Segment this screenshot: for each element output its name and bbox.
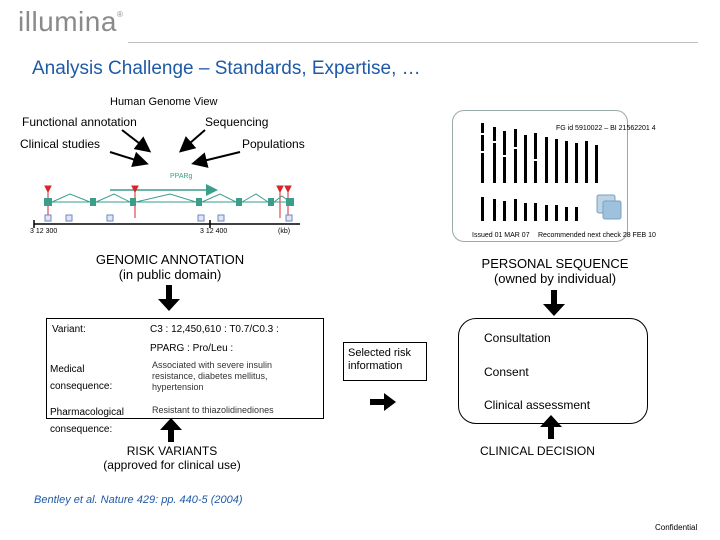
clinical-studies-label: Clinical studies xyxy=(20,137,101,151)
genomic-annotation-arrow xyxy=(158,285,180,311)
sequencing-label: Sequencing xyxy=(205,115,269,129)
clinical-decision-label: CLINICAL DECISION xyxy=(480,444,595,458)
functional-annotation-label: Functional annotation xyxy=(22,115,137,129)
issued-date-label: Issued 01 MAR 07 xyxy=(472,232,530,239)
arrow-populations xyxy=(191,151,241,168)
populations-label: Populations xyxy=(242,137,305,151)
illumina-logo: illumina® xyxy=(18,6,123,38)
risk-variants-title: RISK VARIANTS xyxy=(126,444,218,458)
risk-variants-subtitle: (approved for clinical use) xyxy=(103,458,241,472)
clinical-decision-arrow xyxy=(540,415,562,439)
header-divider xyxy=(128,42,698,43)
genomic-annotation-subtitle: (in public domain) xyxy=(118,267,222,282)
arrow-sequencing xyxy=(178,129,206,153)
gene-name-label: PPARg xyxy=(170,173,193,180)
snp-squares xyxy=(44,214,293,222)
pharmacological-consequence-label: Pharmacological consequence: xyxy=(50,407,124,435)
disease-variant-markers xyxy=(44,185,292,218)
arrow-clinical-studies xyxy=(109,151,149,168)
gene-model xyxy=(44,193,294,206)
logo-registered-mark: ® xyxy=(116,10,124,19)
medical-consequence-value: Associated with severe insulin resistanc… xyxy=(152,360,273,392)
confidential-footer: Confidential xyxy=(655,523,698,532)
genomic-annotation-block: GENOMIC ANNOTATION (in public domain) xyxy=(70,252,270,282)
genomic-annotation-title: GENOMIC ANNOTATION xyxy=(95,252,245,267)
logo-text: illumina xyxy=(18,6,117,37)
risk-information-box: Selected risk information xyxy=(343,342,427,381)
personal-sequence-arrow xyxy=(543,290,565,316)
coordinate-left-label: 3 12 300 xyxy=(30,228,58,235)
clinical-assessment-item: Clinical assessment xyxy=(484,398,591,412)
personal-sequence-block: PERSONAL SEQUENCE (owned by individual) xyxy=(460,256,650,286)
next-check-label: Recommended next check 28 FEB 10 xyxy=(538,232,656,239)
clinical-process-box xyxy=(458,318,648,424)
citation-text: Bentley et al. Nature 429: pp. 440-5 (20… xyxy=(34,494,243,506)
arrow-functional-annotation xyxy=(121,129,152,153)
personal-sequence-card xyxy=(452,110,628,242)
consultation-item: Consultation xyxy=(484,331,551,345)
human-genome-view-label: Human Genome View xyxy=(110,96,218,108)
coordinate-right-label: 3 12 400 xyxy=(200,228,228,235)
personal-sequence-title: PERSONAL SEQUENCE xyxy=(481,256,629,271)
medical-consequence-label: Medical consequence: xyxy=(50,364,113,392)
personal-sequence-subtitle: (owned by individual) xyxy=(493,271,617,286)
risk-variants-arrow xyxy=(160,418,182,442)
chromosome-barcode-image xyxy=(481,123,622,221)
coordinate-axis xyxy=(33,220,300,228)
consent-item: Consent xyxy=(484,365,529,379)
variant-value: C3 : 12,450,610 : T0.7/C0.3 : xyxy=(150,324,279,335)
gene-change-value: PPARG : Pro/Leu : xyxy=(150,343,234,354)
to-clinical-arrow xyxy=(370,393,396,411)
risk-information-text: Selected risk information xyxy=(348,347,411,372)
pharmacological-consequence-value: Resistant to thiazolidinediones xyxy=(152,405,274,415)
variant-label: Variant: xyxy=(52,324,86,335)
variant-info-box xyxy=(46,318,324,419)
risk-variants-block: RISK VARIANTS (approved for clinical use… xyxy=(72,444,272,472)
sequence-id-label: FG id 5910022 – BI 21562201 4 xyxy=(556,125,656,132)
coordinate-unit-label: (kb) xyxy=(278,228,291,235)
slide-title: Analysis Challenge – Standards, Expertis… xyxy=(32,58,421,79)
